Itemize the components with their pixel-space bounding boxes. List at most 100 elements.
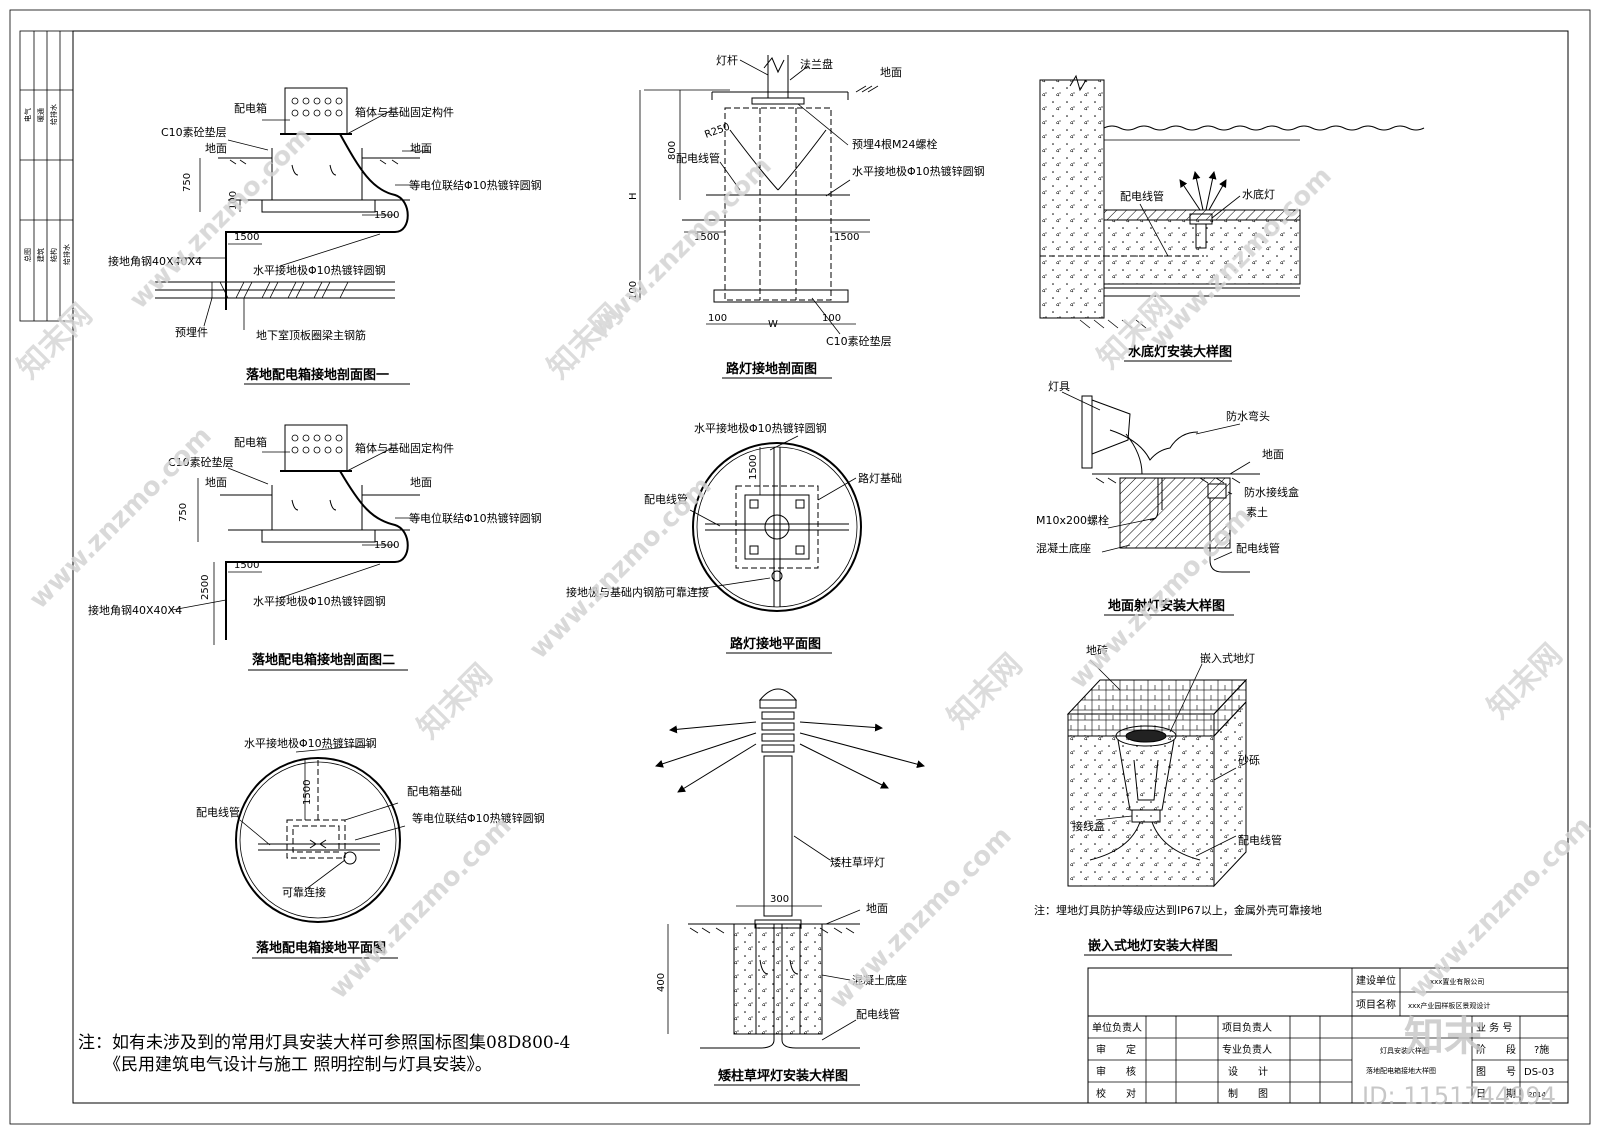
tb-project-value: xxx产业园样板区景观设计 <box>1408 1001 1490 1010</box>
fig4-label-horiz: 水平接地极Φ10热镀锌圆钢 <box>852 164 985 178</box>
tb-date-value: 2014 <box>1528 1091 1546 1099</box>
tb-stage-value: ?施 <box>1534 1043 1549 1056</box>
fig1-section-1: 750 100 1500 1500 配电箱 箱体与基础固定构件 C10素砼垫层 … <box>108 87 542 385</box>
fig5-label-conduit: 配电线管 <box>644 492 688 506</box>
fig3-plan: 1500 水平接地极Φ10热镀锌圆钢 配电箱基础 等电位联结Φ10热镀锌圆钢 配… <box>196 736 545 959</box>
fig8-label-box: 防水接线盒 <box>1244 485 1299 499</box>
tb-drawing-title-2: 落地配电箱接地大样图 <box>1366 1066 1436 1075</box>
tb-row-mid-3: 设 计 <box>1228 1065 1268 1078</box>
fig4-caption: 路灯接地剖面图 <box>726 361 817 377</box>
fig4-label-bolts: 预埋4根M24螺栓 <box>852 137 938 151</box>
fig8-label-base: 混凝土底座 <box>1036 541 1091 555</box>
fig2-label-horiz: 水平接地极Φ10热镀锌圆钢 <box>253 594 386 608</box>
fig4-dim-100-a: 100 <box>708 313 727 324</box>
fig6-bollard: 300 400 矮柱草坪灯 地面 混凝土底座 配电线管 矮柱草坪灯安装大样图 <box>655 688 925 1086</box>
strip-cell-6: 结构 <box>49 248 58 262</box>
fig4-label-c10: C10素砼垫层 <box>826 334 892 348</box>
fig4-label-conduit: 配电线管 <box>676 151 720 165</box>
fig2-dim-1500-b: 1500 <box>374 540 399 551</box>
tb-right-row-2: 阶 段 <box>1476 1043 1516 1056</box>
fig9-label-jbox: 接线盒 <box>1072 819 1105 833</box>
tb-client-label: 建设单位 <box>1356 974 1396 987</box>
general-note-line2: 《民用建筑电气设计与施工 照明控制与灯具安装》。 <box>104 1055 492 1075</box>
fig9-label-tile: 地砖 <box>1086 643 1108 657</box>
fig5-caption: 路灯接地平面图 <box>730 636 821 652</box>
fig7-label-conduit: 配电线管 <box>1120 189 1164 203</box>
fig4-dim-W: W <box>768 319 778 330</box>
fig7-label-lamp: 水底灯 <box>1242 187 1275 201</box>
tb-row-left-2: 审 定 <box>1096 1043 1136 1056</box>
fig5-label-connect: 接地极与基础内钢筋可靠连接 <box>566 585 709 599</box>
fig1-label-equip: 等电位联结Φ10热镀锌圆钢 <box>409 178 542 192</box>
fig3-caption: 落地配电箱接地平面图 <box>256 940 386 956</box>
fig5-dim-1500: 1500 <box>748 455 759 480</box>
fig8-label-bolt: M10x200螺栓 <box>1036 513 1109 527</box>
fig2-section-2: 750 2500 1500 1500 配电箱 箱体与基础固定构件 C10素砼垫层… <box>88 424 542 671</box>
strip-cell-3: 给排水 <box>49 104 58 125</box>
svg-text:www.znzmo.com: www.znzmo.com <box>524 471 718 665</box>
fig2-label-equip: 等电位联结Φ10热镀锌圆钢 <box>409 511 542 525</box>
fig5-streetlight-plan: 1500 水平接地极Φ10热镀锌圆钢 路灯基础 配电线管 接地极与基础内钢筋可靠… <box>566 421 902 654</box>
fig5-label-found: 路灯基础 <box>858 472 902 485</box>
tb-drawing-title-1: 灯具安装大样图 <box>1380 1046 1429 1055</box>
strip-cell-1: 电气 <box>23 108 32 122</box>
fig5-label-horiz: 水平接地极Φ10热镀锌圆钢 <box>694 421 827 435</box>
fig2-label-fix: 箱体与基础固定构件 <box>355 441 454 455</box>
fig2-label-ground-r: 地面 <box>410 476 432 489</box>
general-note-line1: 注：如有未涉及到的常用灯具安装大样可参照国标图集08D800-4 <box>78 1033 570 1053</box>
fig4-label-flange: 法兰盘 <box>800 57 833 71</box>
fig4-dim-100-v: 100 <box>628 281 639 300</box>
fig2-dim-2500: 2500 <box>200 575 211 600</box>
svg-text:知末网: 知末网 <box>541 297 629 385</box>
fig7-caption: 水底灯安装大样图 <box>1128 344 1232 360</box>
tb-right-row-1: 业 务 号 <box>1476 1021 1512 1034</box>
fig3-label-found: 配电箱基础 <box>407 784 462 798</box>
fig1-dim-100: 100 <box>228 191 239 210</box>
strip-cell-4: 总图 <box>23 248 32 262</box>
fig1-label-ground-l: 地面 <box>205 142 227 155</box>
svg-text:知末网: 知末网 <box>11 297 99 385</box>
fig6-label-base: 混凝土底座 <box>852 973 907 987</box>
fig1-label-fix: 箱体与基础固定构件 <box>355 105 454 119</box>
fig6-label-conduit: 配电线管 <box>856 1007 900 1021</box>
fig8-caption: 地面射灯安装大样图 <box>1108 598 1225 614</box>
fig4-label-pole: 灯杆 <box>716 53 738 67</box>
svg-text:www.znzmo.com: www.znzmo.com <box>324 811 518 1005</box>
watermark-id: ID: 1151744994 <box>1362 1082 1556 1110</box>
fig2-label-angle: 接地角钢40X40X4 <box>88 604 182 617</box>
tb-row-mid-2: 专业负责人 <box>1222 1043 1272 1056</box>
outer-border <box>9 9 1591 1125</box>
fig6-label-ground: 地面 <box>866 902 888 915</box>
fig3-ground-ring <box>235 757 401 923</box>
fig2-label-ground-l: 地面 <box>205 476 227 489</box>
fig2-distribution-box <box>284 424 348 472</box>
fig1-caption: 落地配电箱接地剖面图一 <box>246 367 389 383</box>
fig9-caption: 嵌入式地灯安装大样图 <box>1088 938 1218 954</box>
fig9-label-lamp: 嵌入式地灯 <box>1200 652 1255 665</box>
fig3-dim-1500: 1500 <box>302 780 313 805</box>
fig2-label-c10: C10素砼垫层 <box>168 455 234 469</box>
fig1-label-angle: 接地角钢40X40X4 <box>108 255 202 268</box>
tb-project-label: 项目名称 <box>1356 998 1396 1011</box>
fig2-dim-1500-a: 1500 <box>234 560 259 571</box>
fig4-dim-H: H <box>628 192 639 200</box>
svg-text:www.znzmo.com: www.znzmo.com <box>824 821 1018 1015</box>
tb-right-row-4: 日 期 <box>1476 1088 1516 1100</box>
fig1-label-rebar: 地下室顶板圈梁主钢筋 <box>256 328 366 342</box>
fig9-label-conduit: 配电线管 <box>1238 833 1282 847</box>
fig9-note: 注：埋地灯具防护等级应达到IP67以上，金属外壳可靠接地 <box>1034 903 1322 917</box>
fig4-dim-800: 800 <box>667 141 678 160</box>
fig4-dim-1500-b: 1500 <box>834 232 859 243</box>
fig3-label-horiz: 水平接地极Φ10热镀锌圆钢 <box>244 736 377 750</box>
tb-row-mid-1: 项目负责人 <box>1222 1021 1272 1034</box>
fig4-radius: R250 <box>703 122 731 141</box>
fig8-label-ground: 地面 <box>1262 448 1284 461</box>
fig1-dim-750: 750 <box>182 173 193 192</box>
tb-row-left-3: 审 核 <box>1096 1065 1136 1078</box>
fig2-caption: 落地配电箱接地剖面图二 <box>252 652 395 668</box>
fig8-label-elbow: 防水弯头 <box>1226 409 1270 423</box>
fig3-label-equip: 等电位联结Φ10热镀锌圆钢 <box>412 811 545 825</box>
fig9-inground-light: 地砖 嵌入式地灯 砂砾 接线盒 配电线管 注：埋地灯具防护等级应达到IP67以上… <box>1034 643 1322 956</box>
tb-row-left-4: 校 对 <box>1096 1087 1136 1100</box>
